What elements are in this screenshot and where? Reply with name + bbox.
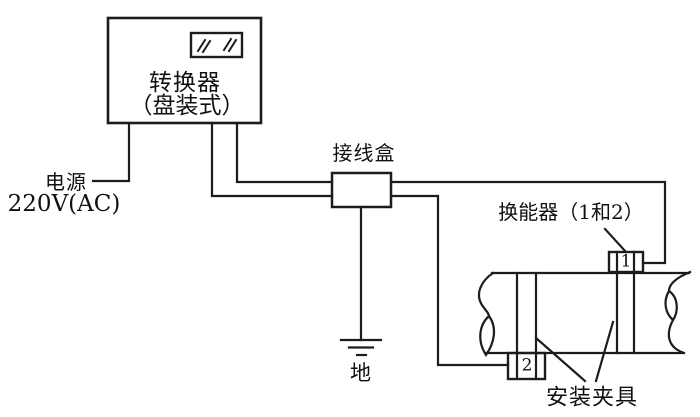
junction-box-label: 接线盒	[332, 140, 396, 165]
leader-line-transducer	[603, 227, 628, 254]
junction-box	[330, 171, 393, 209]
converter-box	[106, 16, 263, 125]
clamp-band-transducer-2	[515, 271, 538, 381]
clamp-band-transducer-1	[615, 250, 636, 355]
converter-subtitle: （盘装式）	[129, 93, 245, 120]
ground-label: 地	[350, 361, 372, 386]
converter-label: 转换器	[149, 70, 221, 97]
power-wire	[91, 121, 131, 183]
leader-line-clamp-right	[594, 320, 615, 383]
display-slashes-icon	[189, 31, 244, 59]
pipe-break-right	[664, 270, 692, 355]
transducer-2-box	[506, 351, 547, 381]
power-voltage-label: 220V(AC)	[7, 191, 121, 218]
leader-line-clamp-left	[534, 336, 587, 383]
transducer-2-number: 2	[521, 355, 533, 376]
power-label: 电源	[45, 169, 87, 194]
transducer-1-number: 1	[620, 251, 632, 272]
wire-to-transducer-1	[389, 180, 667, 265]
converter-wire-lower	[210, 121, 334, 198]
transducer-label: 换能器（1和2）	[498, 199, 644, 224]
clamp-label: 安装夹具	[545, 385, 639, 411]
ground-symbol-icon	[339, 338, 383, 357]
converter-wire-upper	[235, 121, 334, 184]
wire-to-transducer-2	[389, 194, 510, 367]
pipe-break-left	[477, 271, 496, 357]
